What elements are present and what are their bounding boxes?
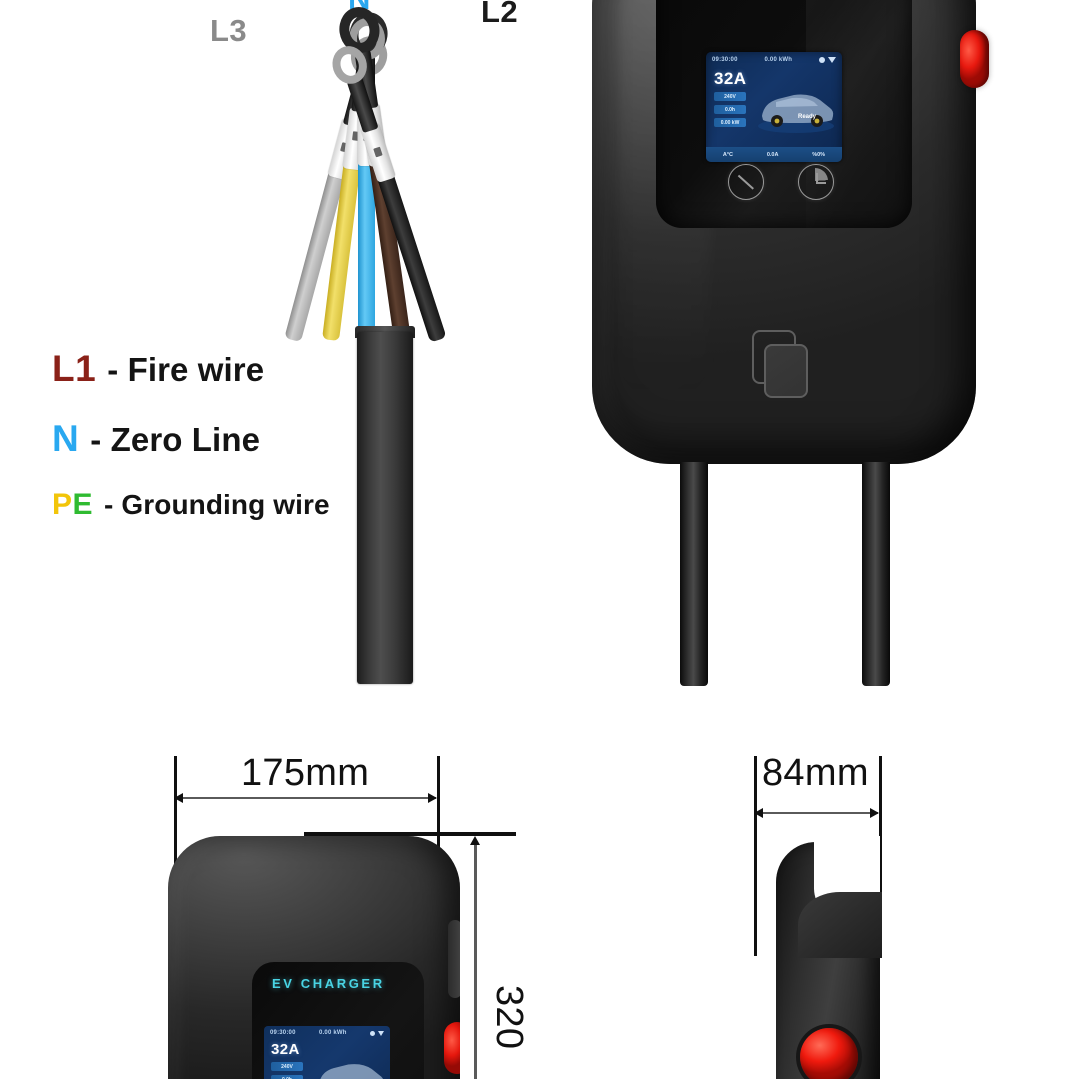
side-ear-right <box>448 920 460 998</box>
output-cable-right <box>862 462 890 686</box>
wire-label-n: N <box>348 0 371 17</box>
display-footer-temp: A°C <box>722 151 734 158</box>
legend-row-pe: PE - Grounding wire <box>52 488 472 522</box>
display-energy-front: 0.00 kWh <box>319 1030 347 1036</box>
legend-code-pe-e: E <box>72 488 94 521</box>
display-stat-power: 0.00 kW <box>714 118 746 127</box>
wifi-icon <box>828 57 836 63</box>
display-footer: A°C 0.0A %0% <box>706 147 842 162</box>
emergency-stop-button[interactable] <box>960 30 989 88</box>
charger-front-view-bottom: EV CHARGER 09:30:00 0.00 kWh 32A 240V 0.… <box>168 836 460 1079</box>
legend-row-n: N - Zero Line <box>52 418 472 460</box>
output-cable-left <box>680 462 708 686</box>
glass-panel <box>656 0 936 228</box>
bluetooth-icon-front <box>370 1030 375 1036</box>
ext-line-depth-left <box>754 756 757 956</box>
legend-desc-pe: - Grounding wire <box>104 489 330 521</box>
charger-display-front[interactable]: 09:30:00 0.00 kWh 32A 240V 0.0h 0.00 kW <box>264 1026 390 1079</box>
charger-display[interactable]: 09:30:00 0.00 kWh 32A 240V 0.0h 0.00 kW <box>706 52 842 162</box>
display-time: 09:30:00 <box>712 57 738 63</box>
dim-line-depth <box>758 812 878 814</box>
handle-curve <box>798 892 882 958</box>
dim-line-width <box>178 797 436 799</box>
charger-side-view <box>768 836 898 1079</box>
brand-label: EV CHARGER <box>272 976 385 991</box>
dimension-height: 320 <box>304 832 530 1079</box>
wire-harness <box>0 0 620 700</box>
display-stat-duration-front: 0.0h <box>271 1075 303 1079</box>
legend-code-pe-p: P <box>52 488 73 521</box>
display-car-graphic-front <box>312 1056 388 1079</box>
dimension-depth-label: 84mm <box>762 752 869 794</box>
legend-row-l1: L1 - Fire wire <box>52 348 472 390</box>
dimension-height-label: 320 <box>488 985 530 1050</box>
display-energy: 0.00 kWh <box>764 57 793 63</box>
legend-text-n: Zero Line <box>110 421 261 458</box>
legend-sep-pe: - <box>104 489 114 520</box>
display-stat-voltage: 240V <box>714 92 746 101</box>
display-footer-pct: %0% <box>812 151 826 158</box>
display-stat-voltage-front: 240V <box>271 1062 303 1071</box>
power-slash-icon[interactable] <box>728 164 764 200</box>
legend-code-pe: PE <box>52 488 93 522</box>
legend-desc-l1: - Fire wire <box>107 351 264 389</box>
ext-line-depth-right <box>879 756 882 956</box>
display-current-value: 32A <box>714 69 747 88</box>
display-time-front: 09:30:00 <box>270 1030 296 1036</box>
display-stat-duration: 0.0h <box>714 105 746 114</box>
emergency-stop-button-side[interactable] <box>800 1028 858 1079</box>
legend-sep-l1: - <box>107 351 119 388</box>
clock-icon[interactable] <box>798 164 834 200</box>
display-footer-amp: 0.0A <box>766 151 779 158</box>
display-current-value-front: 32A <box>271 1041 300 1058</box>
display-stats: 240V 0.0h 0.00 kW <box>714 92 746 127</box>
dim-line-height <box>474 840 477 1079</box>
ext-line-top <box>304 832 516 836</box>
touch-controls <box>728 164 838 200</box>
emergency-stop-button-front[interactable] <box>444 1022 460 1074</box>
display-icons <box>819 57 836 63</box>
wire-label-l2: L2 <box>481 0 519 29</box>
wire-legend: L1 - Fire wire N - Zero Line PE - Ground… <box>52 348 472 522</box>
dimension-width-label: 175mm <box>241 752 370 794</box>
legend-code-n: N <box>52 418 80 459</box>
legend-sep-n: - <box>90 421 102 458</box>
legend-text-l1: Fire wire <box>127 351 265 388</box>
legend-text-pe: Grounding wire <box>121 489 330 520</box>
legend-code-l1: L1 <box>52 348 97 389</box>
dimension-depth: 84mm <box>700 0 1040 956</box>
cable-sheath <box>357 332 413 684</box>
wire-label-l3: L3 <box>210 13 248 48</box>
rfid-card-icon[interactable] <box>752 330 808 398</box>
bluetooth-icon <box>819 57 825 63</box>
legend-desc-n: - Zero Line <box>90 421 260 459</box>
wifi-icon-front <box>378 1030 384 1036</box>
display-status-bar: 09:30:00 0.00 kWh <box>706 52 842 68</box>
display-car-graphic <box>754 86 838 136</box>
display-stats-front: 240V 0.0h 0.00 kW <box>271 1062 303 1079</box>
charger-front-view: 09:30:00 0.00 kWh 32A 240V 0.0h 0.00 kW <box>592 0 989 464</box>
display-status-text: Ready <box>797 114 816 120</box>
